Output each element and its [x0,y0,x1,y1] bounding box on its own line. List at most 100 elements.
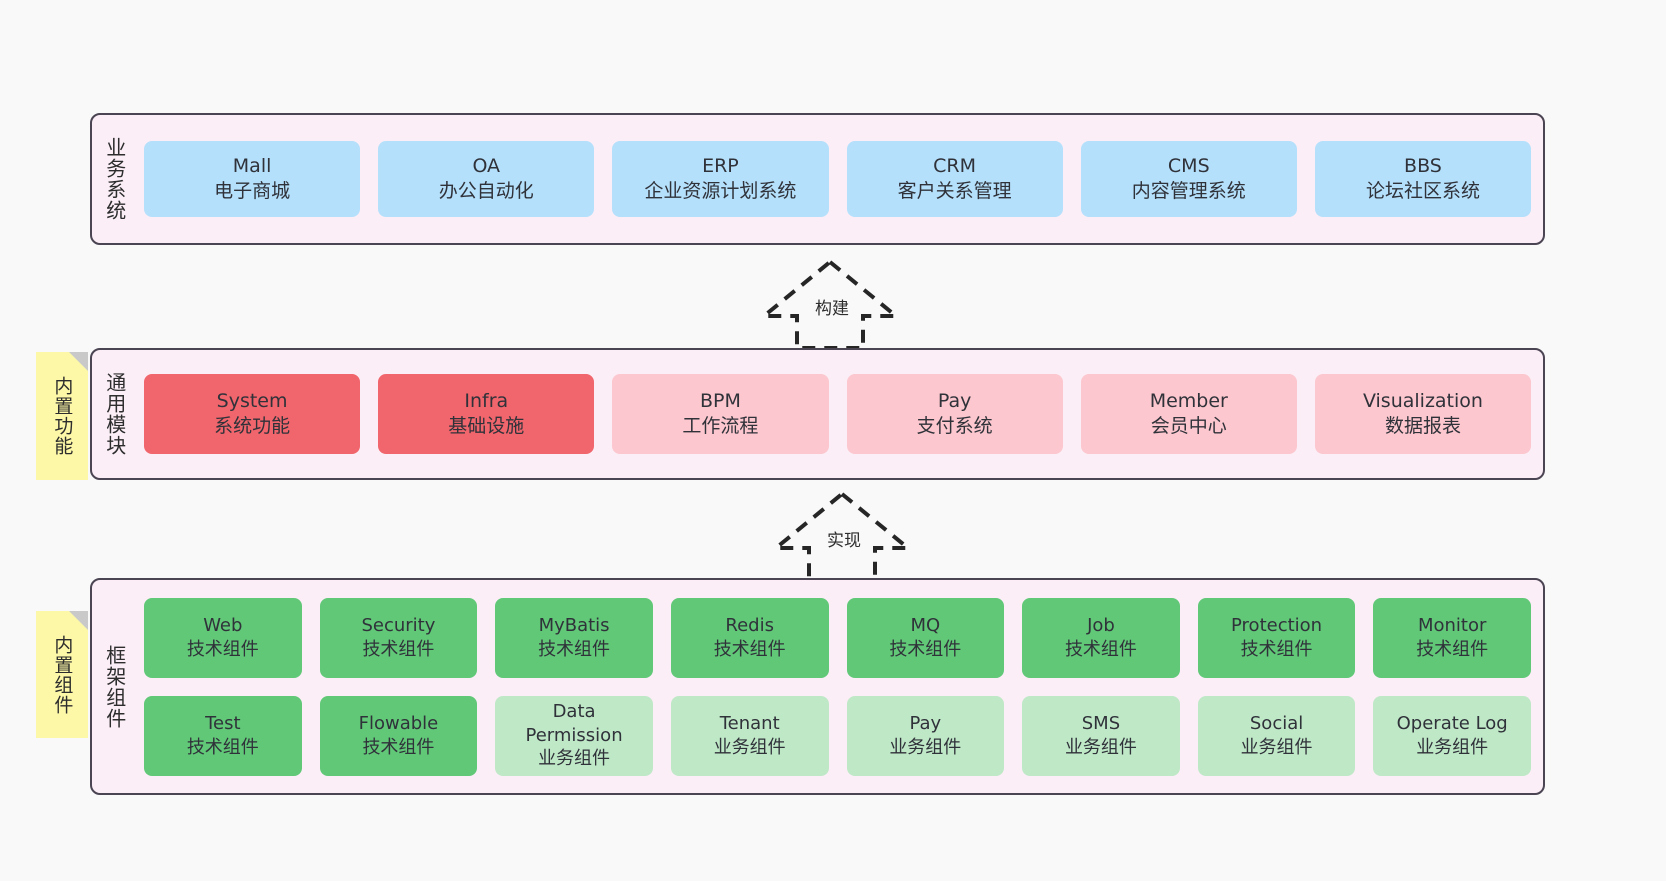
component-card-web[interactable]: Web 技术组件 [144,597,302,678]
card-name: Flowable [358,713,439,735]
layer-business-system: 业务系统 Mall 电子商城 OA 办公自动化 ERP 企业资源计划系统 CRM… [90,113,1545,245]
card-desc: 内容管理系统 [1131,180,1246,202]
module-card-visualization[interactable]: Visualization 数据报表 [1314,374,1532,454]
card-desc: 客户关系管理 [897,180,1012,202]
component-card-operate-log[interactable]: Operate Log 业务组件 [1373,695,1531,776]
card-desc: 基础设施 [448,415,525,437]
module-card-system[interactable]: System 系统功能 [144,374,361,454]
card-desc: 技术组件 [362,736,435,758]
card-name: SMS [1081,713,1121,735]
component-card-mq[interactable]: MQ 技术组件 [846,597,1005,678]
business-card-oa[interactable]: OA 办公自动化 [378,141,595,217]
layer-body-business: Mall 电子商城 OA 办公自动化 ERP 企业资源计划系统 CRM 客户关系… [136,115,1543,243]
card-desc: 数据报表 [1384,415,1461,437]
card-desc: 企业资源计划系统 [644,180,797,202]
card-name: Operate Log [1396,713,1508,735]
module-card-member[interactable]: Member 会员中心 [1080,374,1297,454]
card-desc: 业务组件 [1064,736,1137,758]
component-card-mybatis[interactable]: MyBatis 技术组件 [495,597,653,678]
module-card-infra[interactable]: Infra 基础设施 [378,374,595,454]
card-name: ERP [702,155,739,178]
card-name: Visualization [1362,390,1483,413]
card-name: BBS [1404,155,1442,178]
note-label: 内置组件 [51,634,74,715]
component-card-data-permission[interactable]: Data Permission 业务组件 [495,695,653,776]
framework-tech-row: Web 技术组件 Security 技术组件 MyBatis 技术组件 Redi… [144,597,1531,678]
component-card-test[interactable]: Test 技术组件 [144,695,302,776]
card-desc: 技术组件 [889,638,962,660]
component-card-social[interactable]: Social 业务组件 [1197,695,1356,776]
card-desc: 业务组件 [1240,736,1313,758]
business-card-crm[interactable]: CRM 客户关系管理 [846,141,1063,217]
card-name: Protection [1231,615,1323,637]
card-desc: 技术组件 [1240,638,1313,660]
connector-implement-label: 实现 [827,531,861,551]
card-name: Member [1149,390,1228,413]
module-card-pay[interactable]: Pay 支付系统 [846,374,1063,454]
business-card-erp[interactable]: ERP 企业资源计划系统 [612,141,829,217]
card-name: Tenant [719,713,780,735]
common-card-row: System 系统功能 Infra 基础设施 BPM 工作流程 Pay 支付系统… [144,374,1532,454]
card-name: OA [472,155,501,178]
card-name: Social [1249,713,1304,735]
component-card-redis[interactable]: Redis 技术组件 [670,597,829,678]
card-name: Redis [725,615,774,637]
component-card-pay[interactable]: Pay 业务组件 [846,695,1005,776]
layer-title-framework: 框架组件 [102,644,127,729]
card-desc: 技术组件 [362,638,435,660]
card-name: BPM [699,390,741,413]
card-name: Monitor [1417,615,1487,637]
card-desc: 技术组件 [1064,638,1137,660]
business-card-cms[interactable]: CMS 内容管理系统 [1080,141,1297,217]
card-name: Web [203,615,243,637]
note-builtin-features: 内置功能 [36,352,88,480]
connector-build-arrow: 构建 [758,258,902,350]
card-name: Data Permission [525,701,623,746]
card-desc: 系统功能 [214,415,291,437]
card-name: System [216,390,288,413]
card-name: Security [361,615,436,637]
layer-title-common: 通用模块 [102,372,127,456]
card-desc: 业务组件 [889,736,962,758]
card-desc: 论坛社区系统 [1365,180,1480,202]
card-desc: 工作流程 [682,415,759,437]
component-card-tenant[interactable]: Tenant 业务组件 [670,695,829,776]
framework-biz-row: Test 技术组件 Flowable 技术组件 Data Permission … [144,695,1531,776]
card-desc: 技术组件 [186,638,259,660]
card-name: Mall [232,155,272,178]
component-card-monitor[interactable]: Monitor 技术组件 [1373,597,1531,678]
card-name: CMS [1167,155,1210,178]
component-card-flowable[interactable]: Flowable 技术组件 [319,695,478,776]
component-card-security[interactable]: Security 技术组件 [319,597,478,678]
card-name: Job [1087,615,1115,637]
business-card-mall[interactable]: Mall 电子商城 [144,141,361,217]
component-card-protection[interactable]: Protection 技术组件 [1197,597,1356,678]
card-name: MQ [910,615,941,637]
layer-body-framework: Web 技术组件 Security 技术组件 MyBatis 技术组件 Redi… [136,580,1543,793]
card-desc: 技术组件 [186,736,259,758]
card-name: MyBatis [538,615,610,637]
card-name: Pay [909,713,942,735]
connector-implement-arrow: 实现 [770,490,914,582]
component-card-sms[interactable]: SMS 业务组件 [1022,695,1180,776]
card-desc: 会员中心 [1150,415,1227,437]
component-card-job[interactable]: Job 技术组件 [1022,597,1180,678]
module-card-bpm[interactable]: BPM 工作流程 [612,374,829,454]
card-name: Infra [464,390,509,413]
note-builtin-components: 内置组件 [36,611,88,738]
card-desc: 支付系统 [916,415,993,437]
card-desc: 业务组件 [538,748,611,770]
business-card-bbs[interactable]: BBS 论坛社区系统 [1314,141,1532,217]
card-name: CRM [933,155,977,178]
layer-body-common: System 系统功能 Infra 基础设施 BPM 工作流程 Pay 支付系统… [136,350,1543,478]
card-desc: 技术组件 [713,638,786,660]
card-desc: 业务组件 [1416,736,1489,758]
card-desc: 技术组件 [1416,638,1489,660]
note-label: 内置功能 [51,376,74,456]
business-card-row: Mall 电子商城 OA 办公自动化 ERP 企业资源计划系统 CRM 客户关系… [144,141,1532,217]
layer-title-business: 业务系统 [102,137,127,221]
card-name: Pay [937,390,972,413]
connector-build-label: 构建 [815,299,849,319]
card-desc: 电子商城 [214,180,291,202]
